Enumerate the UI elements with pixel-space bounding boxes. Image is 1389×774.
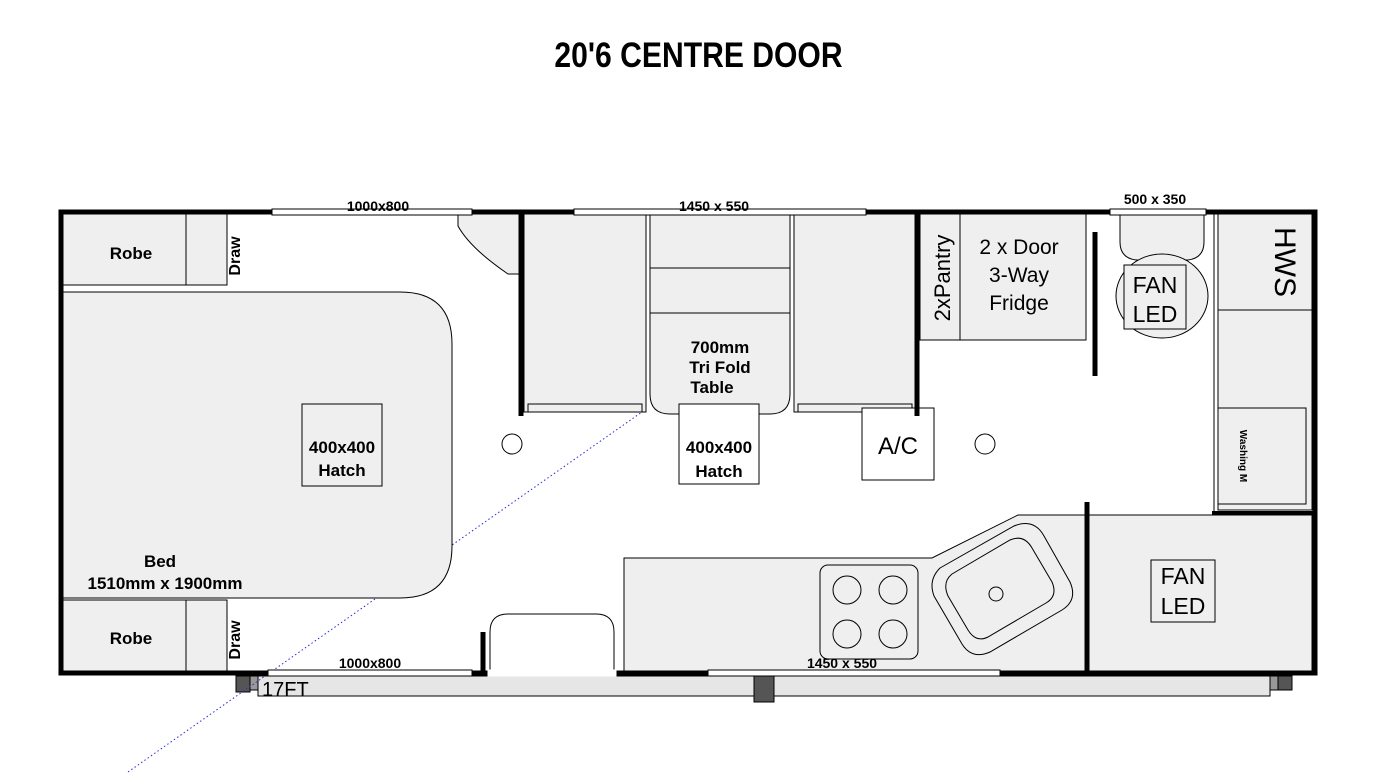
stabiliser-leg-right — [1277, 675, 1293, 691]
window-bottom-left-label: 1000x800 — [339, 655, 402, 671]
ac-label: A/C — [878, 433, 918, 460]
fridge-label-line-3: Fridge — [989, 292, 1049, 315]
door-swing-line — [127, 411, 643, 773]
hot-water-system — [1217, 213, 1313, 311]
fridge-label-line-2: 3-Way — [989, 264, 1049, 287]
jockey-wheel-left — [235, 675, 251, 693]
washing-machine-label: Washing M — [1237, 430, 1248, 482]
table-label-line-2: Tri Fold — [689, 358, 750, 377]
bed-size-label: 1510mm x 1900mm — [87, 574, 242, 593]
pantry — [919, 213, 961, 341]
hatch-left-name-label: Hatch — [318, 461, 365, 480]
hatch-left — [301, 403, 383, 487]
downlight-left — [501, 433, 523, 455]
window-bottom-left — [267, 669, 473, 677]
downlight-right — [974, 433, 996, 455]
tri-fold-table — [649, 213, 791, 415]
toilet-cistern — [1119, 213, 1205, 261]
window-top-right — [1109, 208, 1207, 216]
entry-door-opening — [487, 669, 617, 677]
labels: Robe Robe Draw Draw Bed 1510mm x 1900mm … — [87, 191, 1301, 671]
dinette-seat-right — [793, 213, 917, 413]
fridge — [959, 213, 1087, 341]
fan-top-label-line-2: LED — [1133, 301, 1178, 327]
axle-wheel — [753, 675, 775, 703]
sink-drain — [988, 586, 1004, 602]
hatch-left-size-label: 400x400 — [309, 438, 375, 457]
burner-2 — [878, 575, 908, 605]
hatch-mid-size-label: 400x400 — [686, 438, 752, 457]
cooktop — [819, 564, 919, 660]
draw-top — [185, 213, 228, 286]
robe-top-label: Robe — [110, 244, 153, 263]
draw-bottom — [185, 599, 228, 672]
burner-4 — [878, 619, 908, 649]
pantry-label: 2xPantry — [930, 235, 955, 322]
window-bottom-mid-label: 1450 x 550 — [807, 655, 877, 671]
bed — [62, 291, 453, 599]
chassis: 17FT — [235, 675, 1293, 703]
walls — [58, 208, 1318, 677]
dinette-seat-left — [523, 213, 647, 413]
chassis-length-label: 17FT — [262, 679, 309, 701]
table-label-line-1: 700mm — [691, 338, 750, 357]
window-top-left-label: 1000x800 — [347, 198, 410, 214]
window-top-right-label: 500 x 350 — [1124, 191, 1186, 207]
draw-bottom-label: Draw — [227, 620, 244, 660]
washing-machine — [1217, 407, 1307, 505]
burner-3 — [832, 619, 862, 649]
plan-title: 20'6 CENTRE DOOR — [554, 36, 843, 75]
robe-bottom-label: Robe — [110, 629, 153, 648]
fan-top-label-line-1: FAN — [1133, 272, 1178, 298]
fixtures — [62, 213, 1313, 672]
window-top-mid-label: 1450 x 550 — [679, 198, 749, 214]
fan-bottom-label-line-1: FAN — [1161, 563, 1206, 589]
draw-top-label: Draw — [227, 236, 244, 276]
table-label-line-3: Table — [690, 378, 733, 397]
hatch-mid-name-label: Hatch — [695, 462, 742, 481]
entry-cabinet — [457, 213, 521, 275]
air-conditioner — [861, 407, 935, 481]
dinette-seat-left-edge — [527, 403, 643, 413]
window-bottom-mid — [707, 669, 1001, 677]
hws-label: HWS — [1268, 227, 1301, 297]
fan-led-top — [1123, 264, 1187, 330]
fan-bottom-label-line-2: LED — [1161, 593, 1206, 619]
burner-1 — [832, 575, 862, 605]
stabiliser-bracket-right — [1269, 675, 1279, 691]
fridge-label-line-1: 2 x Door — [979, 236, 1058, 259]
hatch-mid — [678, 403, 760, 485]
jockey-bracket-left — [249, 675, 259, 691]
fan-led-bottom — [1150, 559, 1216, 623]
window-top-mid — [573, 208, 867, 216]
door-step-bench — [489, 613, 615, 671]
window-top-left — [271, 208, 473, 216]
bed-name-label: Bed — [144, 552, 176, 571]
